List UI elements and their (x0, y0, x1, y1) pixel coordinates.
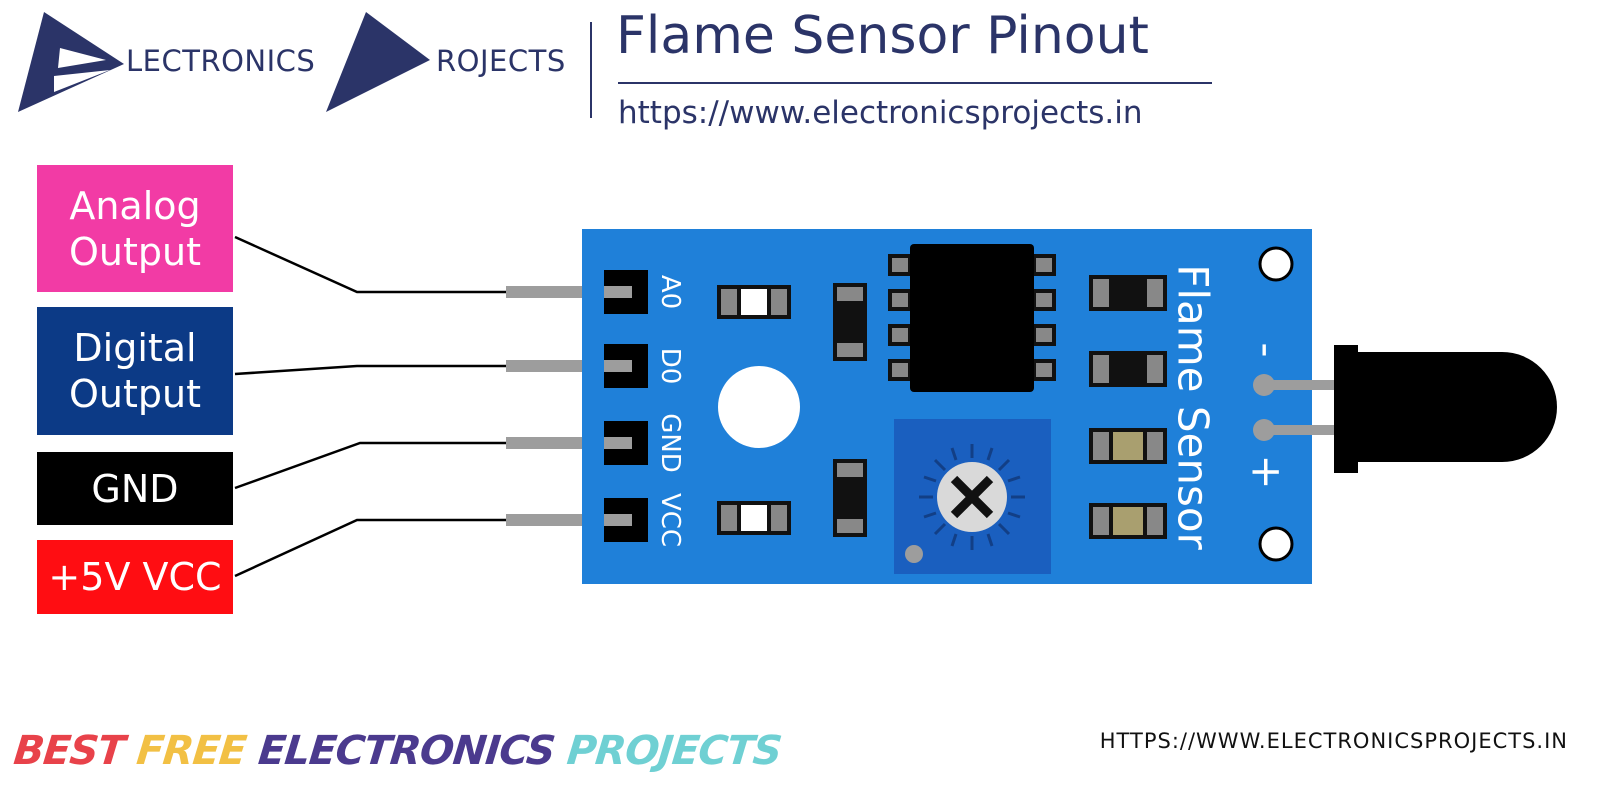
label-gnd-text: GND (91, 466, 179, 511)
tagline-word-projects: PROJECTS (564, 728, 784, 774)
tagline-word-free: FREE (134, 728, 249, 774)
header-url: https://www.electronicsprojects.in (618, 95, 1143, 131)
label-digital-line2: Output (69, 372, 201, 416)
smd-resistor-bottom (833, 459, 867, 537)
wire-gnd (234, 441, 510, 490)
minus-sign: - (1243, 342, 1292, 357)
potentiometer (894, 419, 1051, 574)
label-gnd: GND (37, 452, 233, 525)
ir-lead-1 (1264, 380, 1340, 390)
smd-resistor-right-2 (1089, 351, 1167, 387)
pin-label-d0: D0 (655, 348, 685, 385)
flame-sensor-diagram: A0 D0 GND VCC (234, 229, 1557, 584)
pin-label-a0: A0 (655, 275, 685, 309)
page-title: Flame Sensor Pinout (616, 6, 1149, 66)
mounting-hole (718, 366, 800, 448)
ir-lead-2 (1264, 425, 1340, 435)
smd-capacitor-right-2 (1089, 503, 1167, 539)
tagline-word-electronics: ELECTRONICS (256, 728, 557, 774)
logo-word-electronics: LECTRONICS (126, 44, 316, 78)
title-underline (618, 82, 1212, 84)
header-divider (590, 22, 592, 118)
label-vcc: +5V VCC (37, 540, 233, 614)
tagline-word-best: BEST (11, 728, 127, 774)
corner-hole-bottom (1258, 526, 1294, 562)
ir-flame-receiver (1334, 345, 1557, 473)
board-label: Flame Sensor (1169, 264, 1218, 550)
wire-vcc (234, 518, 510, 578)
logo-word-projects: ROJECTS (436, 44, 566, 78)
logo-p-mark (326, 12, 430, 112)
label-analog-output: Analog Output (37, 165, 233, 292)
pin-label-vcc: VCC (655, 493, 685, 547)
corner-hole-top (1258, 246, 1294, 282)
smd-led-bottom (717, 501, 791, 535)
label-analog-line2: Output (69, 229, 201, 274)
smd-resistor-right-1 (1089, 275, 1167, 311)
smd-led-top (717, 285, 791, 319)
footer-url: HTTPS://WWW.ELECTRONICSPROJECTS.IN (1099, 729, 1568, 753)
label-vcc-text: +5V VCC (48, 555, 222, 599)
logo-e-mark (18, 12, 124, 112)
wire-digital (234, 364, 510, 376)
footer-tagline: BEST FREE ELECTRONICS PROJECTS (12, 728, 784, 774)
ic-chip (888, 244, 1056, 392)
label-digital-line1: Digital (73, 326, 197, 370)
label-analog-line1: Analog (69, 183, 201, 228)
pin-label-gnd: GND (655, 413, 685, 473)
plus-sign: + (1243, 454, 1292, 489)
smd-resistor-top (833, 283, 867, 361)
label-digital-output: Digital Output (37, 307, 233, 435)
wire-analog (234, 235, 510, 294)
smd-capacitor-right-1 (1089, 428, 1167, 464)
